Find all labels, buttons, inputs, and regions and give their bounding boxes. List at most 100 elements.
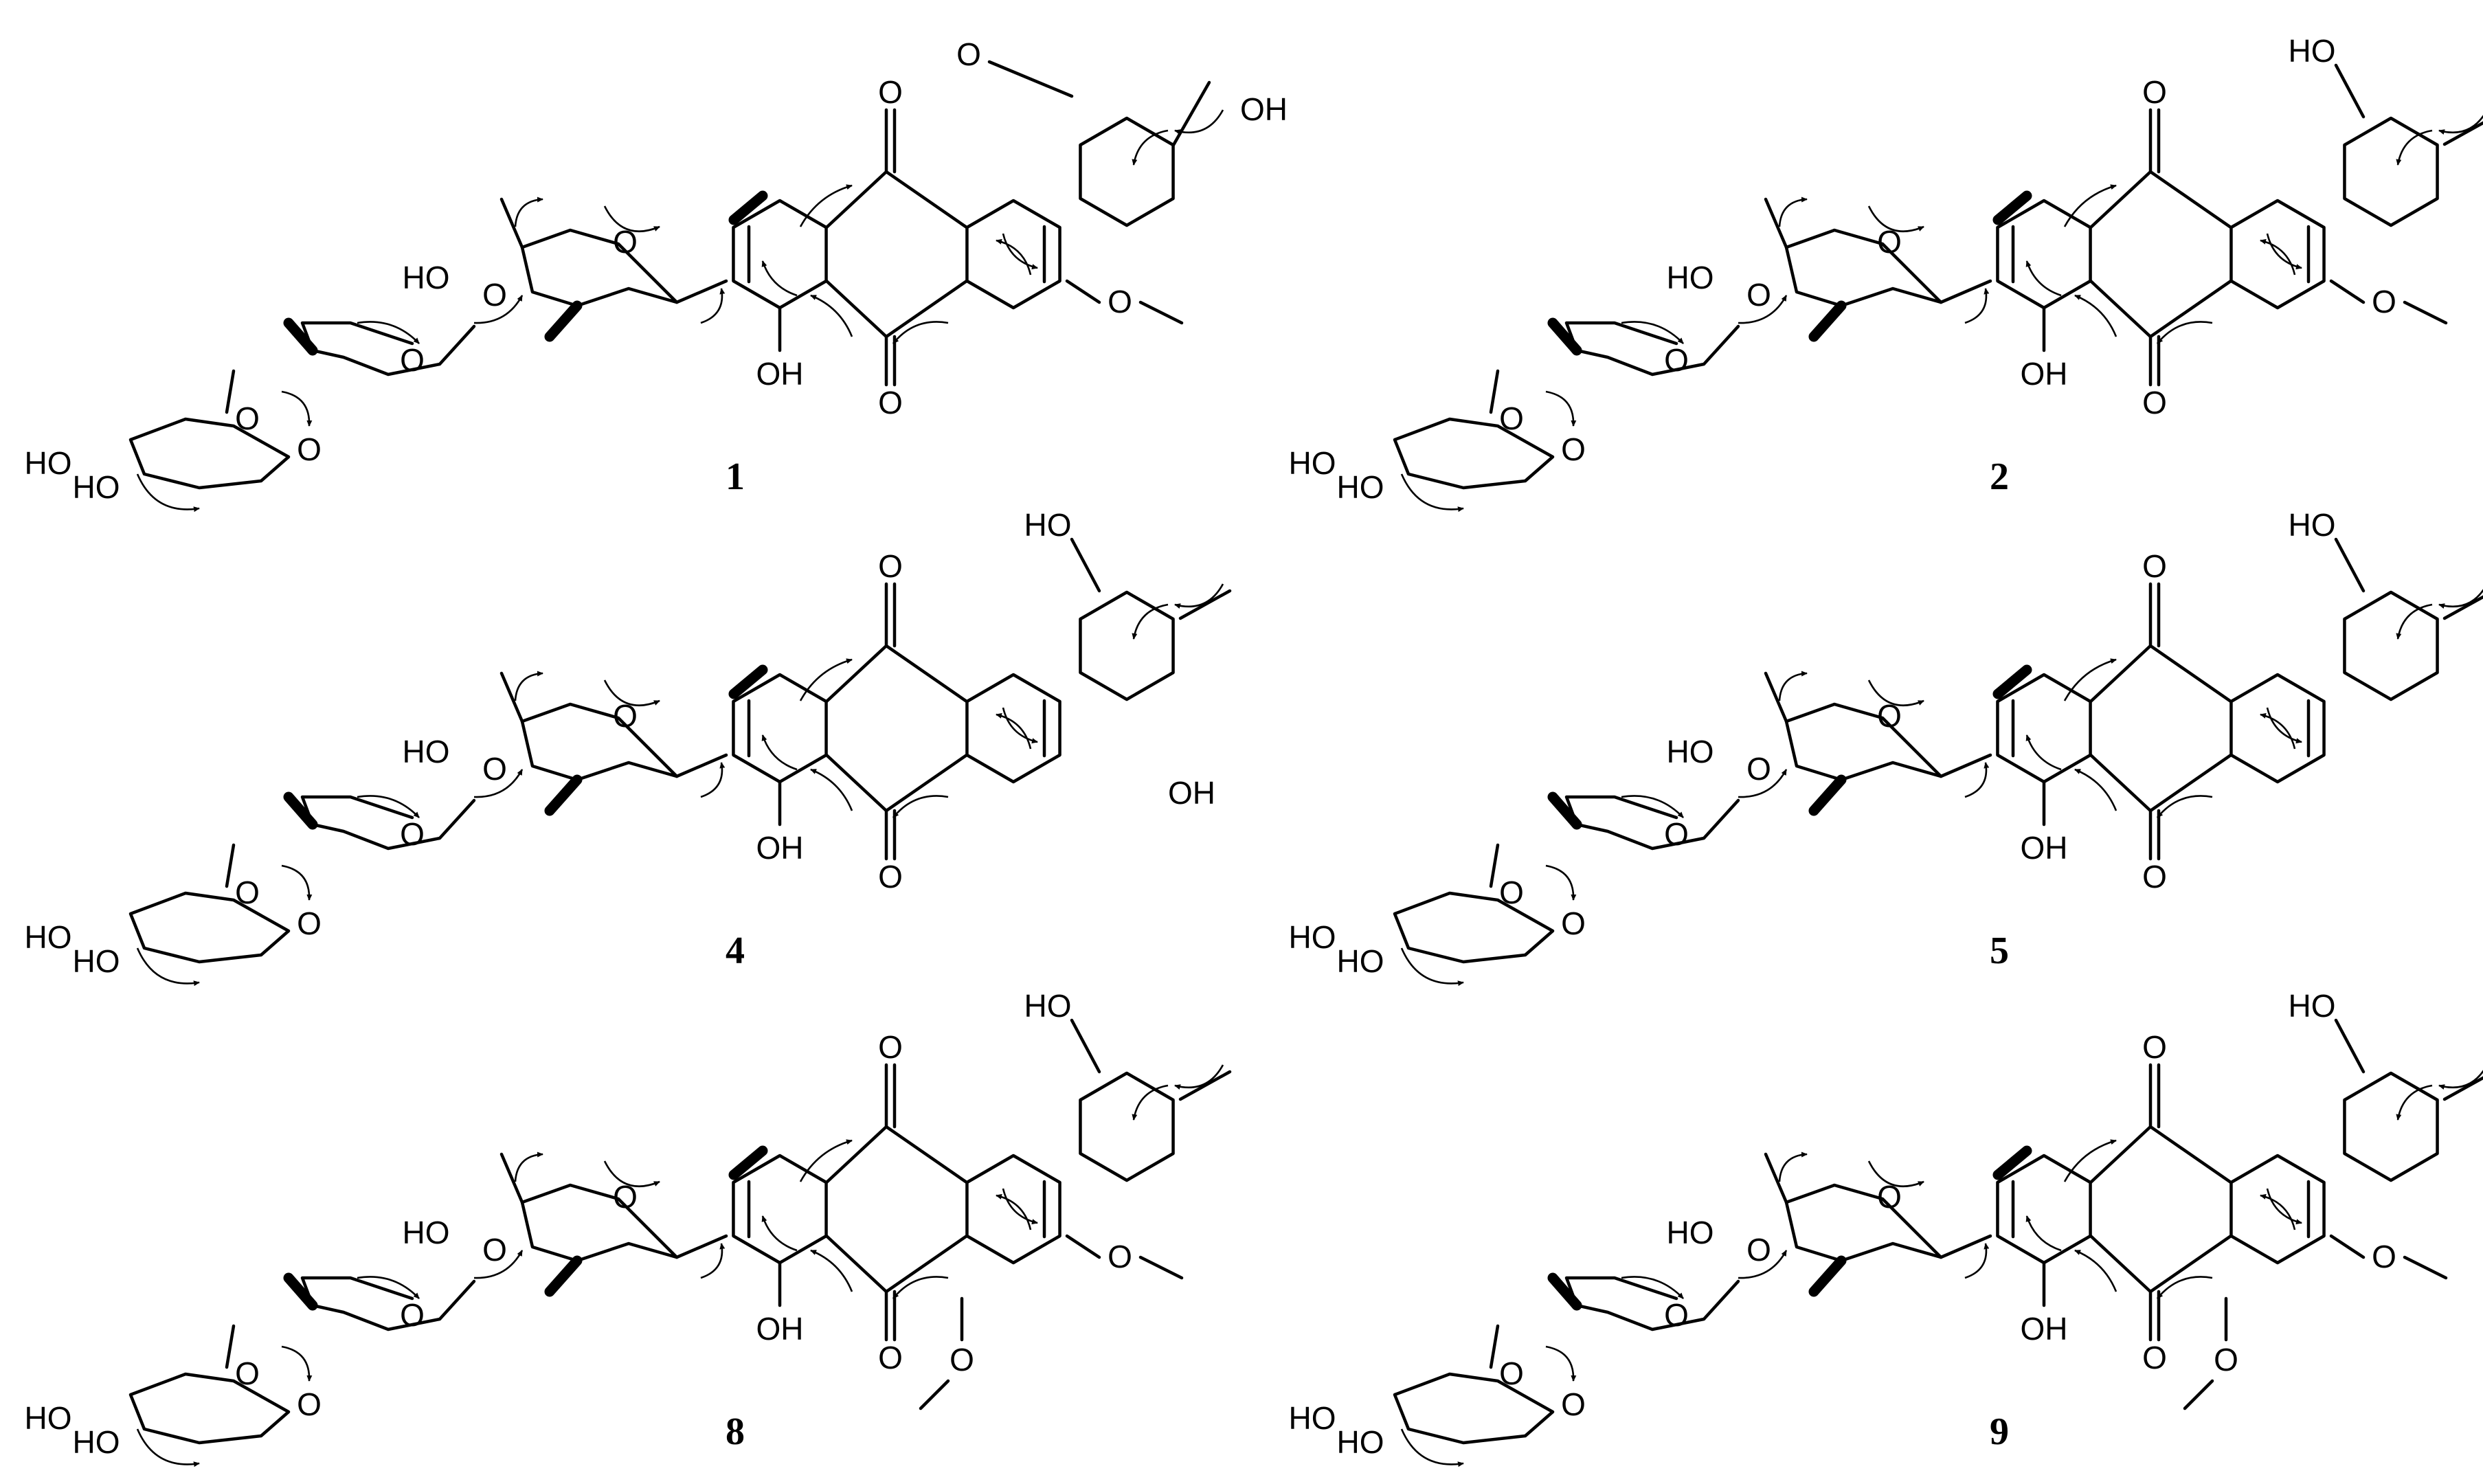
bond xyxy=(1070,1018,1101,1074)
correlation-arrow xyxy=(761,1215,798,1252)
correlation-arrow xyxy=(357,1276,420,1299)
correlation-arrow xyxy=(1867,1160,1924,1187)
hydroxyl: HO xyxy=(403,260,450,295)
glycosidic-oxygen: O xyxy=(297,906,322,941)
bond xyxy=(2148,644,2233,704)
correlation-arrow xyxy=(1132,129,1169,166)
bond xyxy=(1764,671,1788,723)
correlation-arrow xyxy=(700,762,726,798)
bond xyxy=(2442,1076,2483,1101)
phenol-ho: HO xyxy=(2289,988,2336,1024)
bond xyxy=(824,1125,888,1184)
hydroxyl: HO xyxy=(1289,445,1336,481)
sugar-ring xyxy=(1784,1183,1943,1263)
carbonyl-oxygen: O xyxy=(878,385,903,420)
correlation-arrow xyxy=(1400,473,1464,513)
correlation-arrow xyxy=(892,1276,949,1299)
carbonyl-oxygen: O xyxy=(2142,1029,2167,1065)
carbonyl-oxygen: O xyxy=(2142,385,2167,420)
correlation-arrow xyxy=(2063,1139,2117,1182)
correlation-arrow xyxy=(892,795,949,818)
bond xyxy=(1065,1234,1101,1259)
ring-oxygen: O xyxy=(1877,698,1902,734)
bond xyxy=(824,279,888,339)
correlation-arrow xyxy=(136,473,200,513)
correlation-arrow xyxy=(2156,795,2213,818)
correlation-arrow xyxy=(357,321,420,344)
tertiary-oh: OH xyxy=(1240,91,1288,127)
hydroxyl: HO xyxy=(25,919,72,955)
correlation-arrow xyxy=(1132,1084,1169,1121)
sugar-ring xyxy=(1564,1276,1740,1331)
ring-oxygen: O xyxy=(613,1179,638,1215)
bond xyxy=(2148,1125,2233,1184)
ring-d xyxy=(1079,590,1175,701)
bond xyxy=(1489,843,1500,888)
correlation-arrow xyxy=(2025,1215,2062,1252)
hydroxyl: HO xyxy=(1289,919,1336,955)
sugar-ring xyxy=(520,1183,679,1263)
bond xyxy=(2403,300,2448,325)
carbonyl-oxygen: O xyxy=(2142,548,2167,584)
hydroxyl: HO xyxy=(1337,1424,1384,1460)
bond xyxy=(1992,664,2032,699)
correlation-arrow xyxy=(514,671,543,701)
correlation-arrow xyxy=(2260,712,2296,750)
methoxy-oxygen: O xyxy=(2372,284,2396,319)
correlation-arrow xyxy=(2396,129,2433,166)
bond xyxy=(884,1234,969,1294)
glycosidic-oxygen: O xyxy=(482,751,507,787)
ring-oxygen: O xyxy=(1877,1179,1902,1215)
hydroxyl: HO xyxy=(1667,1215,1714,1250)
correlation-arrow xyxy=(1002,1188,1038,1225)
bond xyxy=(2089,279,2153,339)
bond xyxy=(1764,1152,1788,1204)
correlation-arrow xyxy=(2156,321,2213,344)
ring-oxygen: O xyxy=(400,342,425,378)
correlation-arrow xyxy=(2438,1070,2483,1090)
ring-oxygen: O xyxy=(1877,224,1902,260)
ring-oxygen: O xyxy=(613,698,638,734)
ring-d xyxy=(1079,116,1175,227)
phenol-oh: OH xyxy=(756,356,804,392)
compound-number: 9 xyxy=(1990,1410,2009,1453)
sugar-ring xyxy=(300,1276,476,1331)
bond xyxy=(1939,753,1992,778)
bond xyxy=(1065,279,1101,304)
correlation-arrow xyxy=(1738,769,1788,798)
bond xyxy=(283,791,318,830)
ring-oxygen: O xyxy=(613,224,638,260)
ring-a xyxy=(1996,1154,2092,1265)
hydroxyl: HO xyxy=(73,943,120,979)
correlation-arrow xyxy=(514,1151,543,1182)
bond xyxy=(884,279,969,339)
bond xyxy=(2089,753,2153,813)
correlation-arrow xyxy=(892,321,949,344)
correlation-arrow xyxy=(1132,603,1169,640)
glycosidic-oxygen: O xyxy=(1561,431,1586,467)
correlation-arrow xyxy=(1778,196,1808,227)
bond xyxy=(884,753,969,813)
bond xyxy=(1992,1145,2032,1180)
correlation-arrow xyxy=(2266,707,2302,744)
sugar-ring xyxy=(300,795,476,851)
bond xyxy=(2089,1234,2153,1294)
ring-a xyxy=(1996,673,2092,784)
bond xyxy=(1489,1324,1500,1369)
ring-a xyxy=(1996,199,2092,310)
glycosidic-oxygen: O xyxy=(1561,1386,1586,1422)
sugar-ring xyxy=(128,891,291,964)
correlation-arrow xyxy=(2260,1193,2296,1230)
correlation-arrow xyxy=(1174,583,1224,609)
ring-oxygen: O xyxy=(1664,1297,1689,1333)
bond xyxy=(2148,279,2233,339)
bond xyxy=(2403,1255,2448,1280)
sugar-ring xyxy=(1393,417,1555,490)
bond xyxy=(1547,791,1582,830)
correlation-arrow xyxy=(2063,658,2117,701)
ring-oxygen: O xyxy=(235,875,260,910)
bond xyxy=(1939,1234,1992,1259)
carbonyl-oxygen: O xyxy=(878,1340,903,1375)
